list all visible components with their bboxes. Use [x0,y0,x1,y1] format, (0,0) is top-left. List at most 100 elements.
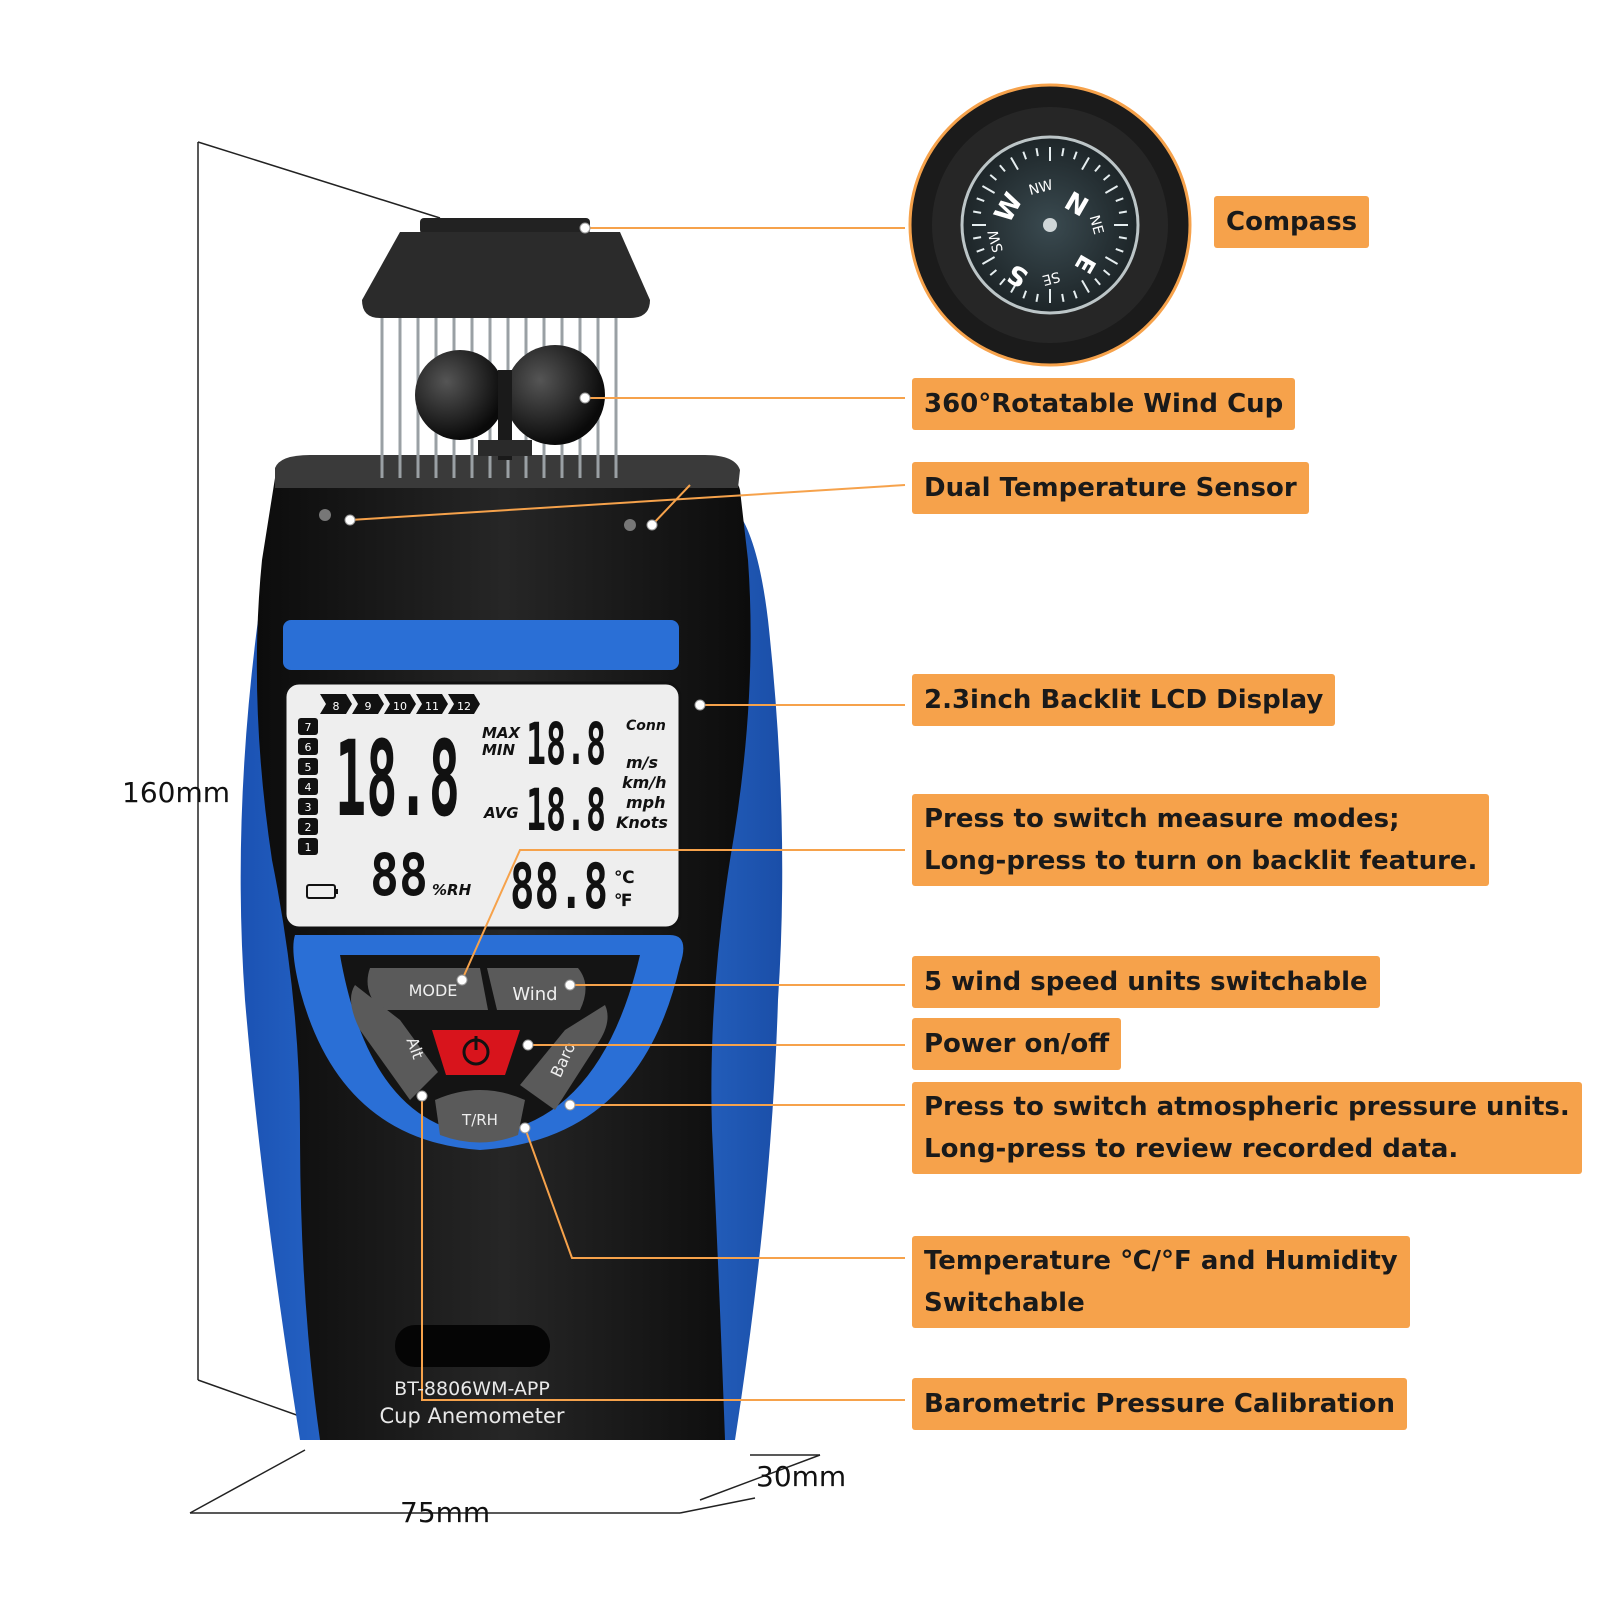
mode-button[interactable]: MODE [367,968,488,1010]
compass-tick [1102,174,1111,181]
lcd-bar-segment [448,694,480,714]
wind-button[interactable]: Wind [487,968,586,1010]
lcd-temp-f: ℉ [614,891,632,911]
trh-button-label: T/RH [461,1111,498,1129]
callout-temp: Temperature ℃/°F and Humidity Switchable [912,1236,1410,1328]
lcd-bar-label: 5 [305,761,312,774]
compass-tick [973,210,982,214]
callout-wind-cup: 360°Rotatable Wind Cup [912,378,1296,430]
lcd-max-label: MAX [482,724,522,742]
lcd-bar-segment [298,818,318,835]
temp-sensor-right [624,519,636,531]
compass-tick [1102,269,1111,276]
compass-tick [1081,156,1090,171]
lcd-unit-mph: mph [626,793,666,812]
callout-baro: Press to switch atmospheric pressure uni… [912,1082,1582,1174]
lcd-bar-segment [298,798,318,815]
lcd-bar-label: 4 [305,781,312,794]
compass-ne: NE [1086,214,1106,237]
lcd-bar-label: 8 [333,700,340,713]
compass-tick [1094,164,1101,173]
compass-tick [989,269,998,276]
compass-inset: N E S W NW NE SE SW [908,83,1192,367]
compass-tick [1118,210,1127,214]
device-name: Cup Anemometer [379,1404,565,1428]
lcd-unit-knots: Knots [616,813,668,832]
compass-tick [1035,293,1039,302]
lcd-unit-ms: m/s [626,753,658,772]
trh-button[interactable]: T/RH [435,1090,525,1143]
compass-tick [999,164,1006,173]
mode-button-label: MODE [409,981,458,1000]
lcd-bar-segment [298,718,318,735]
callout-temp-line1: Temperature ℃/°F and Humidity [924,1246,1398,1276]
power-button[interactable] [432,1030,520,1075]
compass-tick [1061,148,1065,157]
callout-baro-calib: Barometric Pressure Calibration [912,1378,1408,1430]
lcd-top-band [283,620,679,670]
compass-tick [1035,148,1039,157]
dimension-width: 75mm [400,1496,491,1529]
lcd-avg-value: 18.8 [526,776,606,844]
lcd-min-label: MIN [482,741,516,759]
callout-wind-units: 5 wind speed units switchable [912,956,1380,1008]
compass-tick [1115,248,1124,253]
lcd-bar-segment [384,694,416,714]
compass-tick [1073,290,1078,299]
compass-tick [1022,151,1027,160]
callout-temp-line2: Switchable [924,1288,1085,1318]
brand-logo-redacted [395,1325,550,1367]
lcd-unit-kmh: km/h [622,773,667,792]
callout-baro-line1: Press to switch atmospheric pressure uni… [924,1092,1570,1122]
temp-sensor-left [319,509,331,521]
device-model: BT-8806WM-APP [394,1378,550,1400]
compass-tick [1061,293,1065,302]
compass-tick [1010,156,1019,171]
compass-tick [1115,197,1124,202]
dimension-depth: 30mm [756,1460,847,1493]
compass-sw: SW [985,228,1006,254]
lcd-avg-label: AVG [483,804,519,822]
compass-tick [973,236,982,240]
lcd-bar-label: 11 [425,700,439,713]
lcd-maxmin-value: 18.8 [526,710,606,778]
alt-button[interactable]: Alt [351,985,438,1100]
leader-dots [344,222,706,1134]
compass-tick [989,174,998,181]
lcd-bar-segment [416,694,448,714]
lcd-bar-label: 6 [305,741,312,754]
callout-mode-line2: Long-press to turn on backlit feature. [924,846,1478,876]
compass-tick [999,277,1006,286]
lcd-bar-segment [298,838,318,855]
callout-mode-line1: Press to switch measure modes; [924,804,1400,834]
lcd-bar-label: 10 [393,700,407,713]
lcd-bar-segment [320,694,352,714]
compass-tick [976,197,985,202]
compass-tick [1094,277,1101,286]
lcd-bar-segment [298,738,318,755]
wind-button-label: Wind [512,984,557,1005]
compass-tick [1104,256,1119,265]
compass-tick [981,256,996,265]
compass-tick [1081,279,1090,294]
compass-tick [1104,185,1119,194]
compass-tick [1118,236,1127,240]
lcd-bar-segment [298,778,318,795]
lcd-bar-segment [352,694,384,714]
lcd-temp-c: ℃ [614,868,635,888]
leader-lines [349,227,906,1401]
callout-compass: Compass [1214,196,1370,248]
callout-baro-line2: Long-press to review recorded data. [924,1134,1459,1164]
lcd-humidity-unit: %RH [432,881,472,899]
lcd-bar-label: 2 [305,821,312,834]
compass-tick [981,185,996,194]
wind-cup-assembly [362,218,650,478]
callout-mode: Press to switch measure modes; Long-pres… [912,794,1490,886]
compass-tick [1073,151,1078,160]
lcd-bar-segment [298,758,318,775]
lcd-bar-label: 3 [305,801,312,814]
compass-nw: NW [1027,177,1055,199]
callout-lcd: 2.3inch Backlit LCD Display [912,674,1336,726]
